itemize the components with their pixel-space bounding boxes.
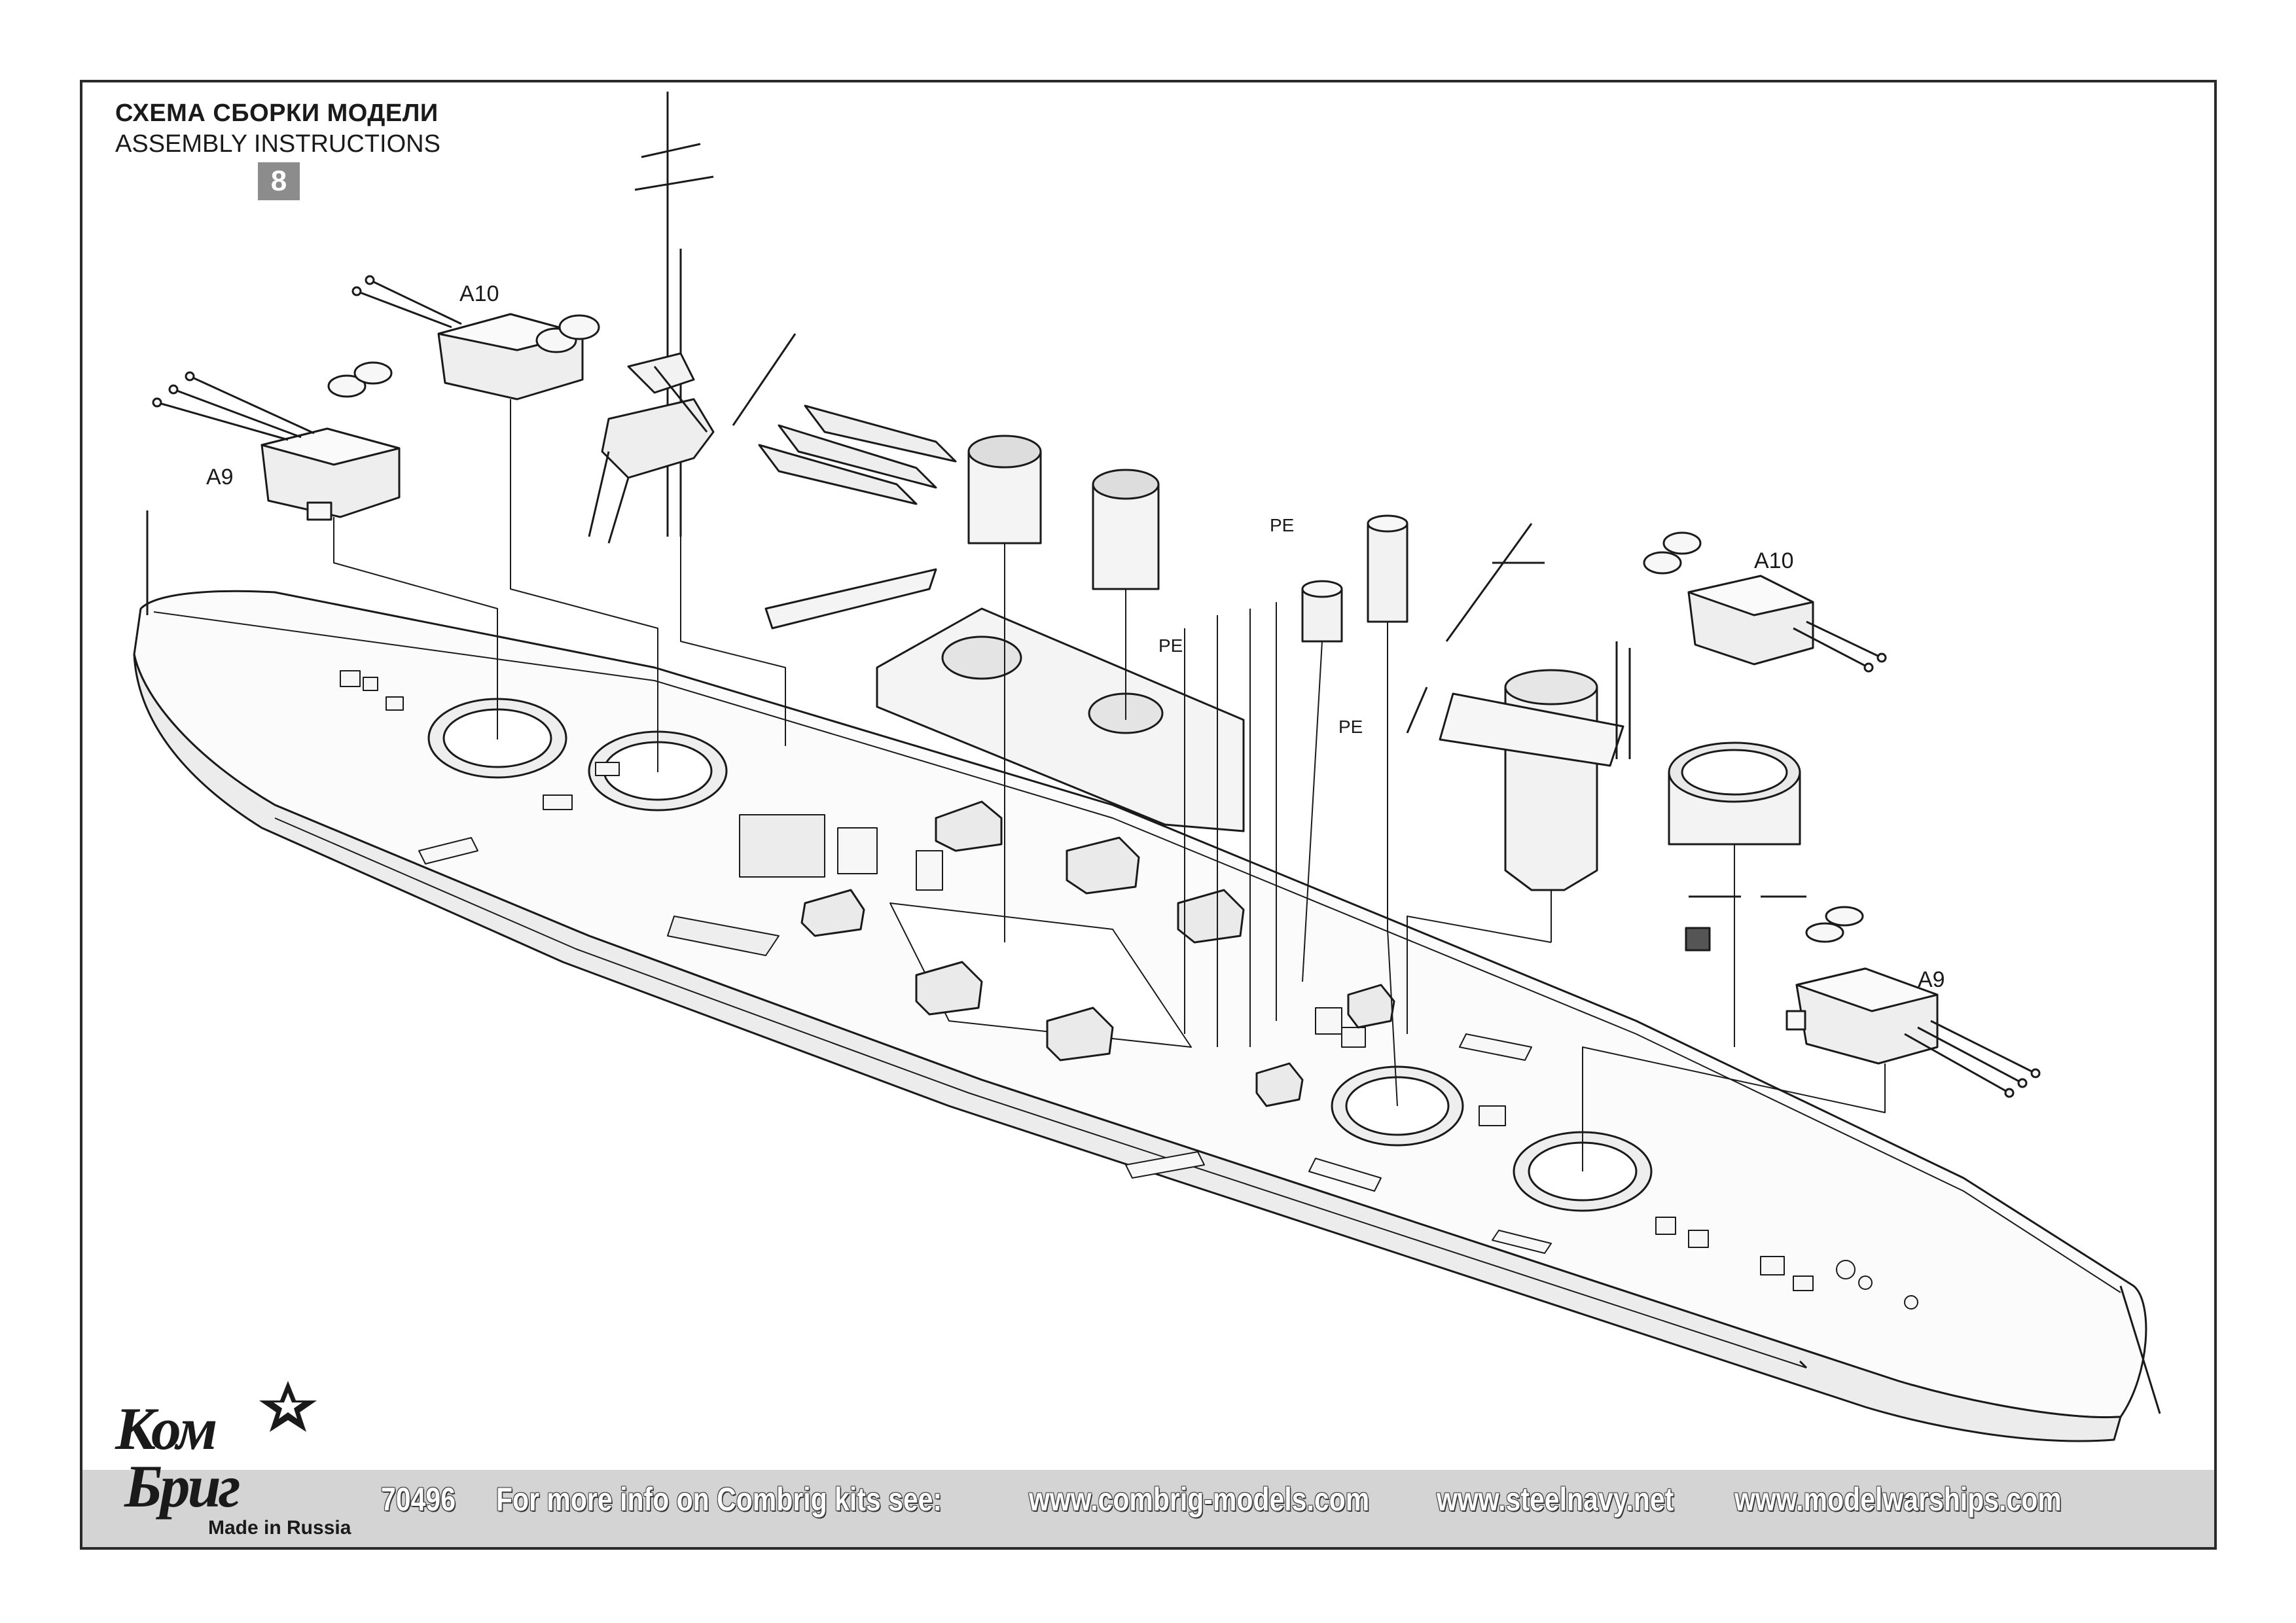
part-labels: A10 A9 A10 A9 PE PE PE [206, 281, 1945, 992]
secondary-turrets [800, 800, 1395, 1107]
logo-text-brig: Бриг [124, 1453, 241, 1520]
logo-text-kom: Ком [115, 1395, 217, 1462]
label-a10-right: A10 [1754, 548, 1794, 573]
assembly-leader-lines [333, 399, 1886, 1171]
page-frame [80, 80, 2217, 1550]
main-turret-a9-right [1785, 967, 2041, 1098]
kit-number: 70496 [381, 1481, 456, 1518]
page-number-badge: 8 [258, 162, 300, 200]
label-a9-left: A9 [206, 465, 234, 490]
main-turret-a9-left [152, 361, 401, 521]
info-text: For more info on Combrig kits see: [496, 1481, 942, 1518]
label-pe-right: PE [1338, 717, 1363, 737]
footer-band [82, 1470, 2214, 1547]
barbette-stack-right [1668, 741, 1864, 952]
label-pe-upper: PE [1270, 515, 1294, 535]
main-turret-a10-right [1643, 531, 1887, 673]
link-modelwarships[interactable]: www.modelwarships.com [1734, 1481, 2062, 1518]
main-turret-a10-left [351, 275, 600, 401]
funnels [967, 435, 1160, 590]
foremast [588, 92, 797, 544]
title-english: ASSEMBLY INSTRUCTIONS [115, 130, 440, 158]
link-steelnavy[interactable]: www.steelnavy.net [1437, 1481, 1674, 1518]
title-russian: СХЕМА СБОРКИ МОДЕЛИ [115, 99, 439, 127]
label-pe-middle: PE [1158, 635, 1183, 656]
searchlight-towers [1301, 514, 1408, 643]
label-a9-right: A9 [1918, 967, 1945, 992]
link-combrig-models[interactable]: www.combrig-models.com [1029, 1481, 1370, 1518]
deck-fittings [340, 670, 1918, 1310]
combrig-logo-star [259, 1381, 317, 1432]
ship-boats [758, 404, 957, 630]
made-in-label: Made in Russia [208, 1517, 351, 1539]
aft-tower [1406, 523, 1631, 891]
label-a10-left: A10 [459, 281, 499, 306]
